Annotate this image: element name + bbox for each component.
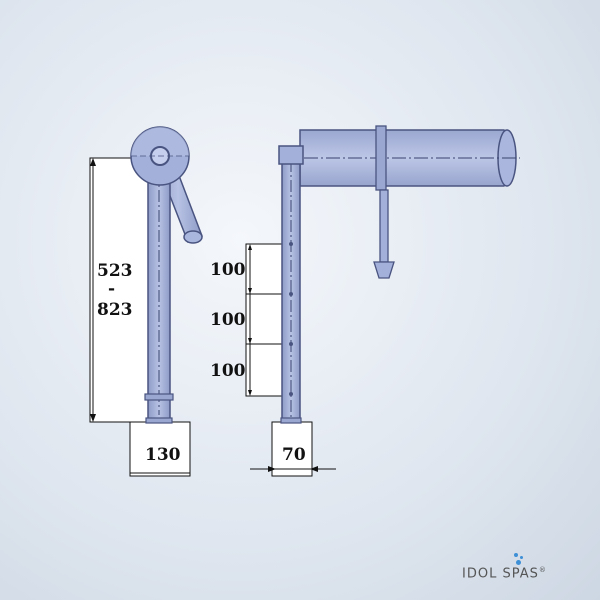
height-dimension-box — [89, 157, 151, 423]
brand-logo: IDOL SPAS® — [462, 566, 547, 581]
spacing-arrow-4 — [248, 390, 252, 396]
right-post-cap — [278, 145, 304, 165]
adjust-hole-1 — [289, 242, 293, 246]
strap-clamp-tip — [373, 261, 395, 279]
spacing-label-2: 100 — [210, 310, 246, 330]
strap-clamp-band — [375, 125, 387, 191]
spacing-arrow-2 — [248, 288, 252, 294]
right-base-width-label: 70 — [282, 445, 306, 465]
winch-wheel-shade — [131, 127, 189, 156]
spacing-label-3: 100 — [210, 361, 246, 381]
brand-bubbles-icon — [510, 553, 530, 567]
spacing-label-1: 100 — [210, 260, 246, 280]
height-label-sep: - — [108, 279, 115, 299]
right-base-arrow-l — [268, 466, 276, 472]
strap-clamp-rod — [379, 189, 389, 263]
spacing-arrow-3 — [248, 338, 252, 344]
left-base-width-label: 130 — [145, 445, 181, 465]
left-foot-bracket — [144, 393, 174, 401]
adjust-hole-3 — [289, 342, 293, 346]
right-foot-plate — [280, 417, 302, 424]
arrowhead-top — [90, 158, 96, 166]
right-view: 100 100 100 70 — [210, 125, 520, 477]
brand-registered: ® — [538, 566, 547, 574]
left-foot-plate — [145, 417, 173, 424]
spacing-arrow-1 — [248, 244, 252, 250]
adjust-hole-4 — [289, 392, 293, 396]
left-base-box — [129, 421, 191, 477]
brand-name: IDOL SPAS — [462, 566, 539, 582]
crank-handle — [183, 230, 203, 244]
arrowhead-bottom — [90, 414, 96, 422]
left-view: 523 - 823 130 — [89, 126, 203, 477]
right-base-arrow-r — [310, 466, 318, 472]
adjust-hole-2 — [289, 292, 293, 296]
height-label-bottom: 823 — [97, 300, 133, 320]
height-label-top: 523 — [97, 261, 133, 281]
